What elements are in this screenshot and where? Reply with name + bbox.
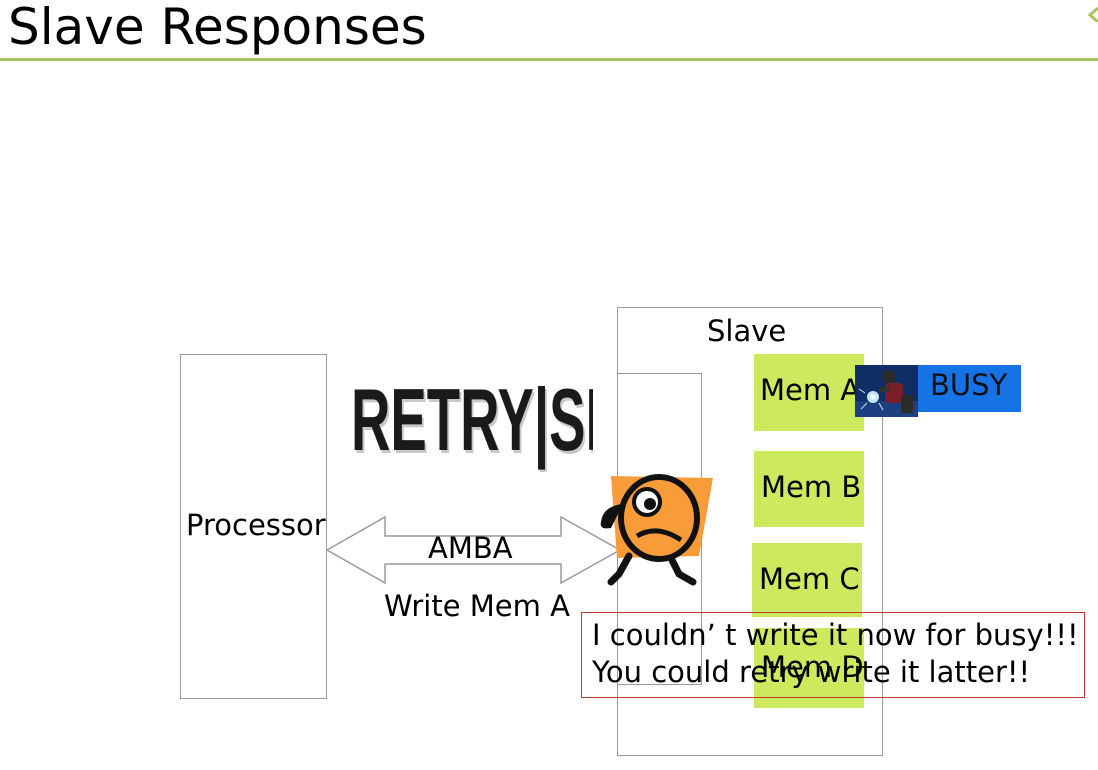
welder-icon (855, 365, 918, 417)
memory-block-a (754, 354, 864, 431)
title-rule (0, 58, 1098, 61)
retry-split-shadow: RETRY|SPLIT (353, 374, 593, 472)
processor-label: Processor (186, 508, 326, 542)
corner-mark-icon (1087, 6, 1098, 22)
transfer-label: Write Mem A (384, 589, 570, 623)
retry-split-wordart: RETRY|SPLIT RETRY|SPLIT (351, 372, 593, 472)
memory-label-b: Mem B (761, 470, 862, 504)
slide-title: Slave Responses (8, 0, 427, 56)
busy-message-line-1: I couldn’ t write it now for busy!!! (592, 618, 1079, 652)
retry-split-text: RETRY|SPLIT (351, 372, 593, 470)
processor-box (180, 354, 327, 699)
memory-block-c (752, 543, 862, 617)
memory-label-a: Mem A (760, 373, 861, 407)
bus-label: AMBA (428, 531, 513, 565)
busy-label: BUSY (930, 368, 1008, 402)
slave-label: Slave (707, 314, 787, 348)
memory-block-d (754, 628, 864, 708)
busy-message-line-2: You could retry write it latter!! (592, 655, 1031, 689)
memory-block-b (754, 451, 864, 527)
busy-message-box (581, 612, 1085, 698)
memory-label-d: Mem D (761, 650, 864, 684)
memory-label-c: Mem C (759, 562, 860, 596)
worried-character-icon (600, 474, 713, 586)
